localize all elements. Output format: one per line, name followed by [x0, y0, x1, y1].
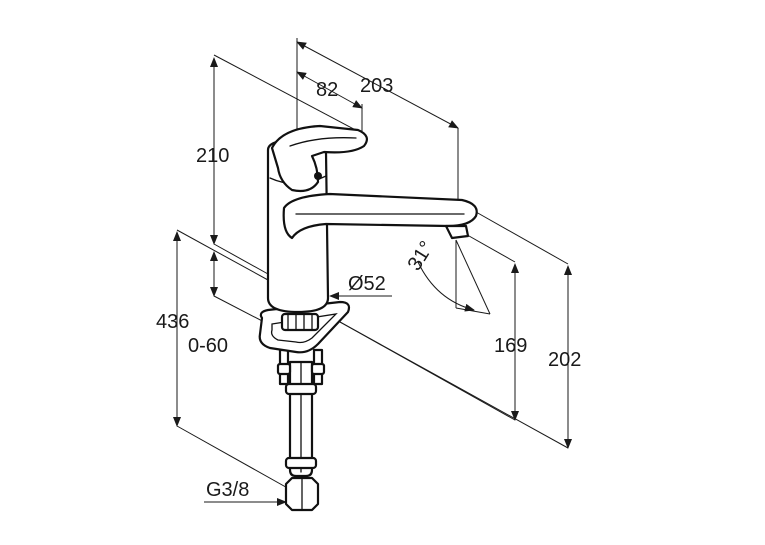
dim-line-82: [296, 71, 363, 109]
lever-pivot-dot: [314, 172, 322, 180]
ext-line-210-top: [213, 54, 366, 136]
lever-top-edge: [289, 137, 357, 147]
threaded-stud: [280, 312, 320, 332]
label-angle-31: 31°: [404, 237, 439, 274]
faucet-spout: [282, 192, 478, 240]
label-210: 210: [196, 145, 229, 167]
hose-band-2: [284, 456, 318, 470]
fixing-nut-right: [310, 362, 326, 376]
ext-line-210-bottom: [213, 243, 269, 275]
dimension-labels: 82 203 210 Ø52 436 0-60 169 202 G3/8 31°: [156, 75, 581, 501]
label-thread: G3/8: [206, 479, 249, 501]
label-52: Ø52: [348, 273, 386, 295]
label-202: 202: [548, 349, 581, 371]
ext-line-0-60-bottom: [213, 295, 269, 325]
ext-line-436-bottom: [176, 425, 301, 496]
fixing-nut-left: [276, 362, 292, 376]
ext-line-202-top: [475, 211, 569, 265]
ext-line-202-bottom: [339, 321, 569, 449]
ext-line-436-top: [176, 229, 269, 281]
aerator: [444, 224, 470, 240]
label-169: 169: [494, 335, 527, 357]
faucet-body: [258, 124, 478, 512]
label-0-60: 0-60: [188, 335, 228, 357]
hose-band-1: [284, 382, 318, 396]
label-203: 203: [360, 75, 393, 97]
dimension-lines: [173, 38, 572, 506]
ext-line-169-top: [461, 231, 516, 263]
dim-line-203: [296, 41, 459, 129]
angle-ref-slanted: [455, 239, 491, 315]
mounting-plate-inner: [270, 313, 338, 344]
angle-base: [455, 307, 491, 315]
lever-handle: [270, 124, 368, 193]
angle-arc-31: [417, 261, 475, 312]
label-436: 436: [156, 311, 189, 333]
label-82: 82: [316, 79, 338, 101]
